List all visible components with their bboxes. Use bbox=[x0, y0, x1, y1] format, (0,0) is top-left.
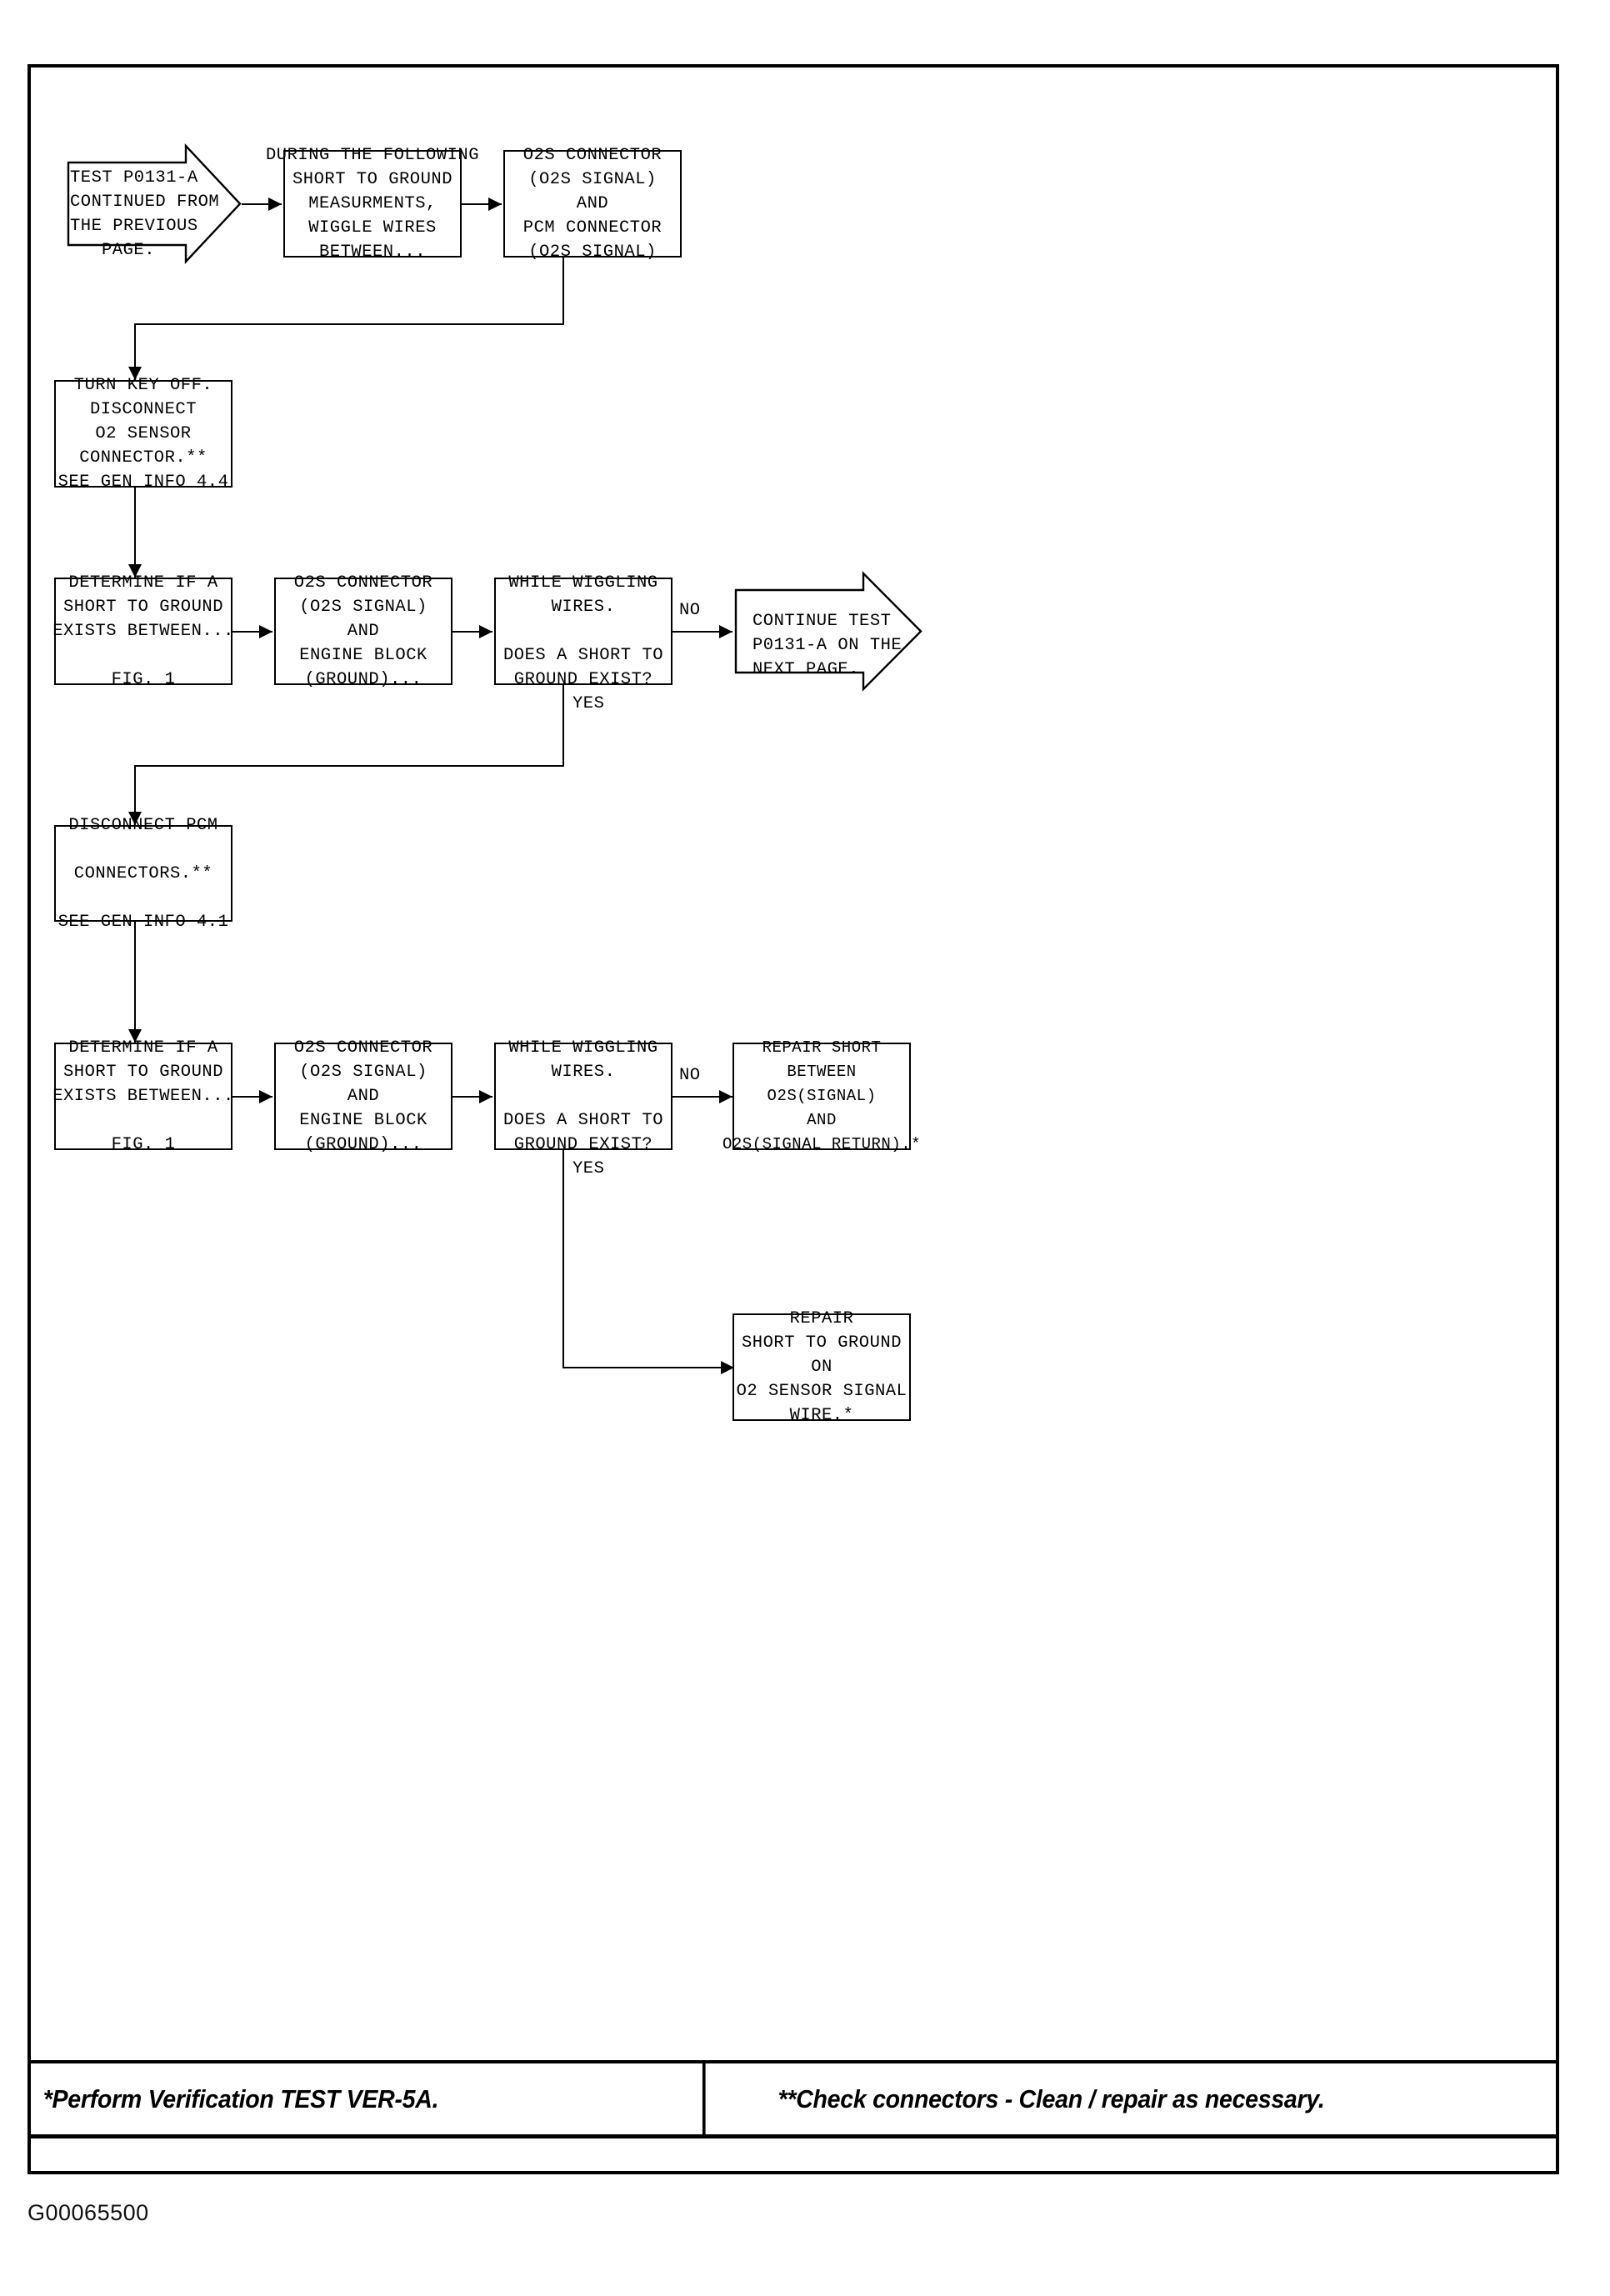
arrowhead-icon bbox=[719, 625, 732, 638]
node-label: TEST P0131-A CONTINUED FROM THE PREVIOUS… bbox=[70, 168, 219, 260]
edge-label-yes-1: YES bbox=[572, 694, 605, 713]
node-label: REPAIR SHORT TO GROUND ON O2 SENSOR SIGN… bbox=[736, 1309, 908, 1425]
arrowhead-icon bbox=[259, 625, 272, 638]
arrowhead-icon bbox=[488, 198, 502, 211]
arrowhead-icon bbox=[721, 1361, 734, 1374]
arrowhead-icon bbox=[128, 564, 142, 578]
node-label: O2S CONNECTOR (O2S SIGNAL) AND ENGINE BL… bbox=[293, 1038, 433, 1154]
footer-notes-bar: *Perform Verification TEST VER-5A. **Che… bbox=[28, 2060, 1559, 2138]
edge-line bbox=[672, 631, 732, 633]
node-label: DURING THE FOLLOWING SHORT TO GROUND MEA… bbox=[265, 146, 480, 262]
edge-line bbox=[672, 1096, 732, 1098]
footer-note-left: *Perform Verification TEST VER-5A. bbox=[31, 2063, 706, 2134]
node-determine-short-2[interactable]: DETERMINE IF A SHORT TO GROUND EXISTS BE… bbox=[52, 1038, 233, 1154]
edge-line bbox=[562, 1150, 564, 1368]
edge-line bbox=[232, 631, 272, 633]
footer-note-right: **Check connectors - Clean / repair as n… bbox=[778, 2083, 1325, 2113]
node-repair-short-between[interactable]: REPAIR SHORT BETWEEN O2S(SIGNAL) AND O2S… bbox=[722, 1038, 921, 1153]
node-label: O2S CONNECTOR (O2S SIGNAL) AND PCM CONNE… bbox=[522, 146, 662, 262]
arrowhead-icon bbox=[479, 625, 492, 638]
arrow-right-shape bbox=[734, 571, 922, 692]
node-label: O2S CONNECTOR (O2S SIGNAL) AND ENGINE BL… bbox=[293, 573, 433, 689]
node-o2s-engine-block-1[interactable]: O2S CONNECTOR (O2S SIGNAL) AND ENGINE BL… bbox=[274, 573, 452, 689]
node-label: CONTINUE TEST P0131-A ON THE NEXT PAGE. bbox=[752, 612, 902, 679]
node-continued-from-previous-page[interactable]: TEST P0131-A CONTINUED FROM THE PREVIOUS… bbox=[67, 143, 242, 265]
arrowhead-icon bbox=[719, 1090, 732, 1103]
node-label: DETERMINE IF A SHORT TO GROUND EXISTS BE… bbox=[52, 1038, 234, 1154]
edge-line bbox=[452, 1096, 492, 1098]
node-wiggle-wires-note[interactable]: DURING THE FOLLOWING SHORT TO GROUND MEA… bbox=[266, 146, 479, 262]
node-repair-sensor-wire[interactable]: REPAIR SHORT TO GROUND ON O2 SENSOR SIGN… bbox=[732, 1309, 911, 1425]
edge-line bbox=[462, 203, 502, 205]
page-frame: TEST P0131-A CONTINUED FROM THE PREVIOUS… bbox=[28, 64, 1559, 2174]
node-decision-1[interactable]: WHILE WIGGLING WIRES. DOES A SHORT TO GR… bbox=[494, 573, 672, 689]
node-label: WHILE WIGGLING WIRES. DOES A SHORT TO GR… bbox=[502, 573, 664, 689]
arrowhead-icon bbox=[128, 1029, 142, 1043]
edge-label-no-2: NO bbox=[679, 1066, 701, 1085]
node-o2s-engine-block-2[interactable]: O2S CONNECTOR (O2S SIGNAL) AND ENGINE BL… bbox=[274, 1038, 452, 1154]
edge-line bbox=[562, 685, 564, 767]
edge-line bbox=[134, 323, 564, 325]
edge-line bbox=[562, 1367, 736, 1368]
arrowhead-icon bbox=[128, 812, 142, 825]
edge-line bbox=[134, 765, 564, 767]
edge-line bbox=[562, 258, 564, 325]
arrowhead-icon bbox=[128, 367, 142, 380]
node-decision-2[interactable]: WHILE WIGGLING WIRES. DOES A SHORT TO GR… bbox=[494, 1038, 672, 1154]
edge-line bbox=[242, 203, 282, 205]
edge-line bbox=[134, 323, 136, 380]
edge-label-no-1: NO bbox=[679, 601, 701, 620]
node-disconnect-pcm[interactable]: DISCONNECT PCM CONNECTORS.** SEE GEN INF… bbox=[54, 816, 232, 932]
edge-line bbox=[452, 631, 492, 633]
node-label: DISCONNECT PCM CONNECTORS.** SEE GEN INF… bbox=[58, 815, 229, 932]
node-determine-short-1[interactable]: DETERMINE IF A SHORT TO GROUND EXISTS BE… bbox=[52, 573, 233, 689]
edge-line bbox=[134, 922, 136, 1043]
node-continue-next-page[interactable]: CONTINUE TEST P0131-A ON THE NEXT PAGE. bbox=[734, 571, 922, 692]
node-label: TURN KEY OFF. DISCONNECT O2 SENSOR CONNE… bbox=[58, 376, 229, 492]
edge-label-yes-2: YES bbox=[572, 1159, 605, 1178]
node-label: WHILE WIGGLING WIRES. DOES A SHORT TO GR… bbox=[502, 1038, 664, 1154]
node-label: DETERMINE IF A SHORT TO GROUND EXISTS BE… bbox=[52, 573, 234, 689]
edge-line bbox=[134, 765, 136, 825]
edge-line bbox=[232, 1096, 272, 1098]
node-o2s-and-pcm-connector[interactable]: O2S CONNECTOR (O2S SIGNAL) AND PCM CONNE… bbox=[503, 146, 682, 262]
edge-line bbox=[134, 488, 136, 578]
node-turn-key-off[interactable]: TURN KEY OFF. DISCONNECT O2 SENSOR CONNE… bbox=[54, 376, 232, 492]
document-id-label: G00065500 bbox=[28, 2200, 149, 2225]
arrowhead-icon bbox=[479, 1090, 492, 1103]
node-label: REPAIR SHORT BETWEEN O2S(SIGNAL) AND O2S… bbox=[722, 1038, 922, 1153]
arrowhead-icon bbox=[268, 198, 282, 211]
arrow-right-shape bbox=[67, 143, 242, 265]
arrowhead-icon bbox=[259, 1090, 272, 1103]
